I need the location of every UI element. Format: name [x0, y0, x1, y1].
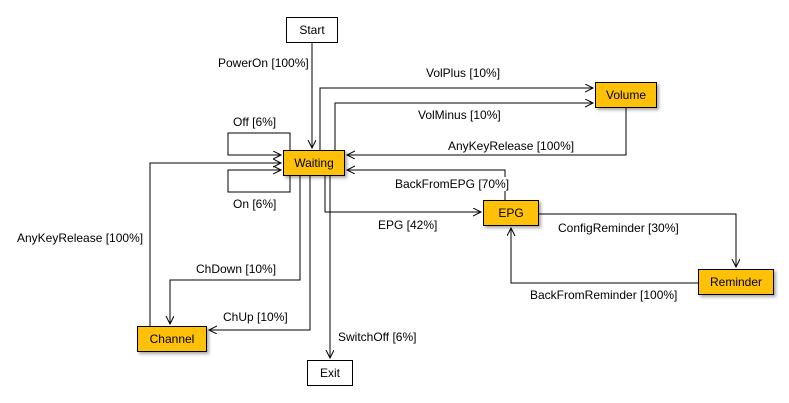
node-channel: Channel	[137, 326, 207, 352]
edge-label-off: Off [6%]	[231, 115, 279, 129]
edge-label-configreminder: ConfigReminder [30%]	[556, 221, 681, 235]
node-reminder: Reminder	[698, 269, 774, 295]
edge-volminus	[334, 103, 593, 150]
edge-label-switchoff: SwitchOff [6%]	[336, 330, 419, 344]
edge-configreminder	[539, 213, 736, 267]
edge-label-backfromreminder: BackFromReminder [100%]	[528, 288, 680, 302]
edge-label-chup: ChUp [10%]	[221, 310, 290, 324]
edge-anykeyrelease-volume	[347, 108, 627, 155]
edge-label-volminus: VolMinus [10%]	[416, 108, 503, 122]
node-waiting: Waiting	[283, 150, 345, 176]
node-volume: Volume	[595, 82, 657, 108]
edge-label-volplus: VolPlus [10%]	[424, 66, 503, 80]
edge-off-selfloop	[227, 132, 291, 155]
edge-label-chdown: ChDown [10%]	[194, 262, 279, 276]
edge-label-anykeyrelease-volume: AnyKeyRelease [100%]	[446, 139, 577, 153]
node-exit: Exit	[307, 360, 353, 386]
node-epg: EPG	[483, 200, 539, 226]
edge-epg	[324, 176, 481, 212]
edge-label-anykeyrelease-channel: AnyKeyRelease [100%]	[15, 231, 146, 245]
edge-label-on: On [6%]	[231, 197, 279, 211]
edge-chdown	[170, 176, 301, 324]
edge-anykeyrelease-channel	[149, 163, 281, 326]
edge-label-poweron: PowerOn [100%]	[216, 56, 311, 70]
edge-on-selfloop	[227, 170, 291, 193]
edge-label-epg: EPG [42%]	[376, 218, 440, 232]
edge-backfromreminder	[511, 228, 698, 284]
edge-volplus	[319, 88, 593, 150]
edge-chup	[209, 176, 311, 330]
node-start: Start	[286, 17, 338, 43]
edge-label-backfromepg: BackFromEPG [70%]	[393, 177, 512, 191]
